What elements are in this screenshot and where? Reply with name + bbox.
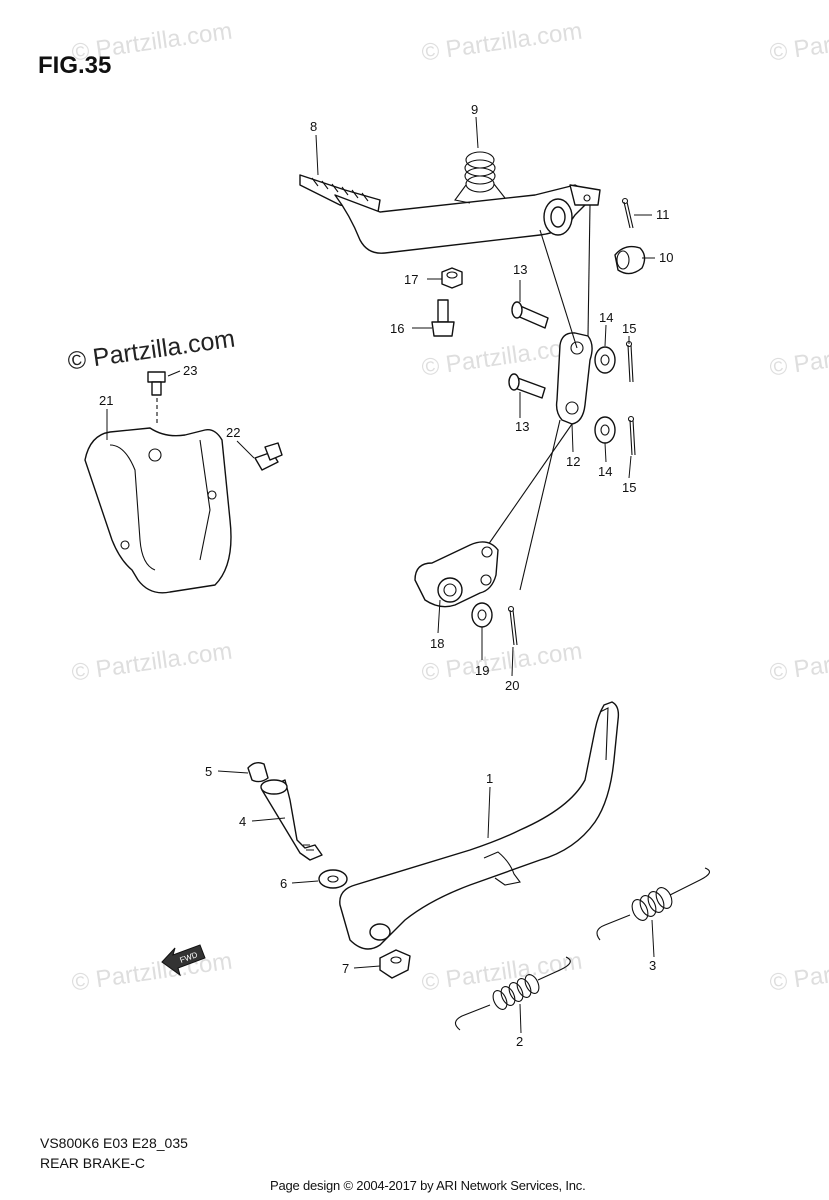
spring-2: [454, 956, 571, 1031]
washer-14-lower: [594, 416, 616, 444]
callout-15-lower: 15: [622, 480, 636, 495]
washer-14-upper: [594, 346, 616, 374]
callout-13-lower: 13: [515, 419, 529, 434]
callout-15-upper: 15: [622, 321, 636, 336]
bolt-22: [254, 442, 283, 471]
callout-19: 19: [475, 663, 489, 678]
callout-18: 18: [430, 636, 444, 651]
callout-6: 6: [280, 876, 287, 891]
callout-3: 3: [649, 958, 656, 973]
washer-19: [471, 602, 493, 628]
brake-pedal-1: [339, 701, 620, 950]
callout-9: 9: [471, 102, 478, 117]
return-spring-9: [454, 151, 506, 204]
callout-8: 8: [310, 119, 317, 134]
callout-13-upper: 13: [513, 262, 527, 277]
pin-13-lower: [508, 373, 546, 399]
spring-3: [596, 867, 710, 941]
bolt-23: [147, 371, 166, 425]
pin-13-upper: [511, 301, 549, 329]
model-code: VS800K6 E03 E28_035: [40, 1135, 188, 1151]
cotter-pin-20: [507, 605, 518, 646]
callout-22: 22: [226, 425, 240, 440]
page-credit: Page design © 2004-2017 by ARI Network S…: [270, 1178, 586, 1193]
pivot-bolt-4: [260, 779, 323, 861]
callout-10: 10: [659, 250, 673, 265]
figure-title: FIG.35: [38, 52, 112, 79]
figure-caption: REAR BRAKE-C: [40, 1155, 146, 1171]
washer-6: [318, 869, 348, 889]
lever-18: [414, 541, 499, 608]
callout-5: 5: [205, 764, 212, 779]
callout-11: 11: [656, 207, 670, 222]
callout-labels: 8 9 11 10 17 16 13 13 14 14 15 15 12 18 …: [99, 102, 673, 1049]
forward-arrow-icon: FWD: [161, 944, 206, 977]
cap-5: [247, 761, 269, 783]
callout-1: 1: [486, 771, 493, 786]
nut-17: [441, 267, 463, 289]
callout-14-upper: 14: [599, 310, 613, 325]
callout-23: 23: [183, 363, 197, 378]
callout-4: 4: [239, 814, 246, 829]
callout-21: 21: [99, 393, 113, 408]
callout-7: 7: [342, 961, 349, 976]
cap-10: [614, 245, 646, 275]
cotter-pin-11: [621, 197, 634, 229]
link-plate-12: [555, 332, 593, 425]
callout-20: 20: [505, 678, 519, 693]
callout-12: 12: [566, 454, 580, 469]
bolt-16: [431, 299, 455, 337]
cotter-pin-15-lower: [627, 415, 636, 456]
callout-16: 16: [390, 321, 404, 336]
callout-17: 17: [404, 272, 418, 287]
cotter-pin-15-upper: [625, 340, 634, 383]
brake-pedal-top: [299, 174, 601, 254]
assembly-lines: [487, 204, 591, 591]
heel-guard-21: [84, 427, 232, 594]
leader-lines: [106, 116, 655, 1034]
callout-2: 2: [516, 1034, 523, 1049]
nut-7: [379, 949, 411, 979]
callout-14-lower: 14: [598, 464, 612, 479]
